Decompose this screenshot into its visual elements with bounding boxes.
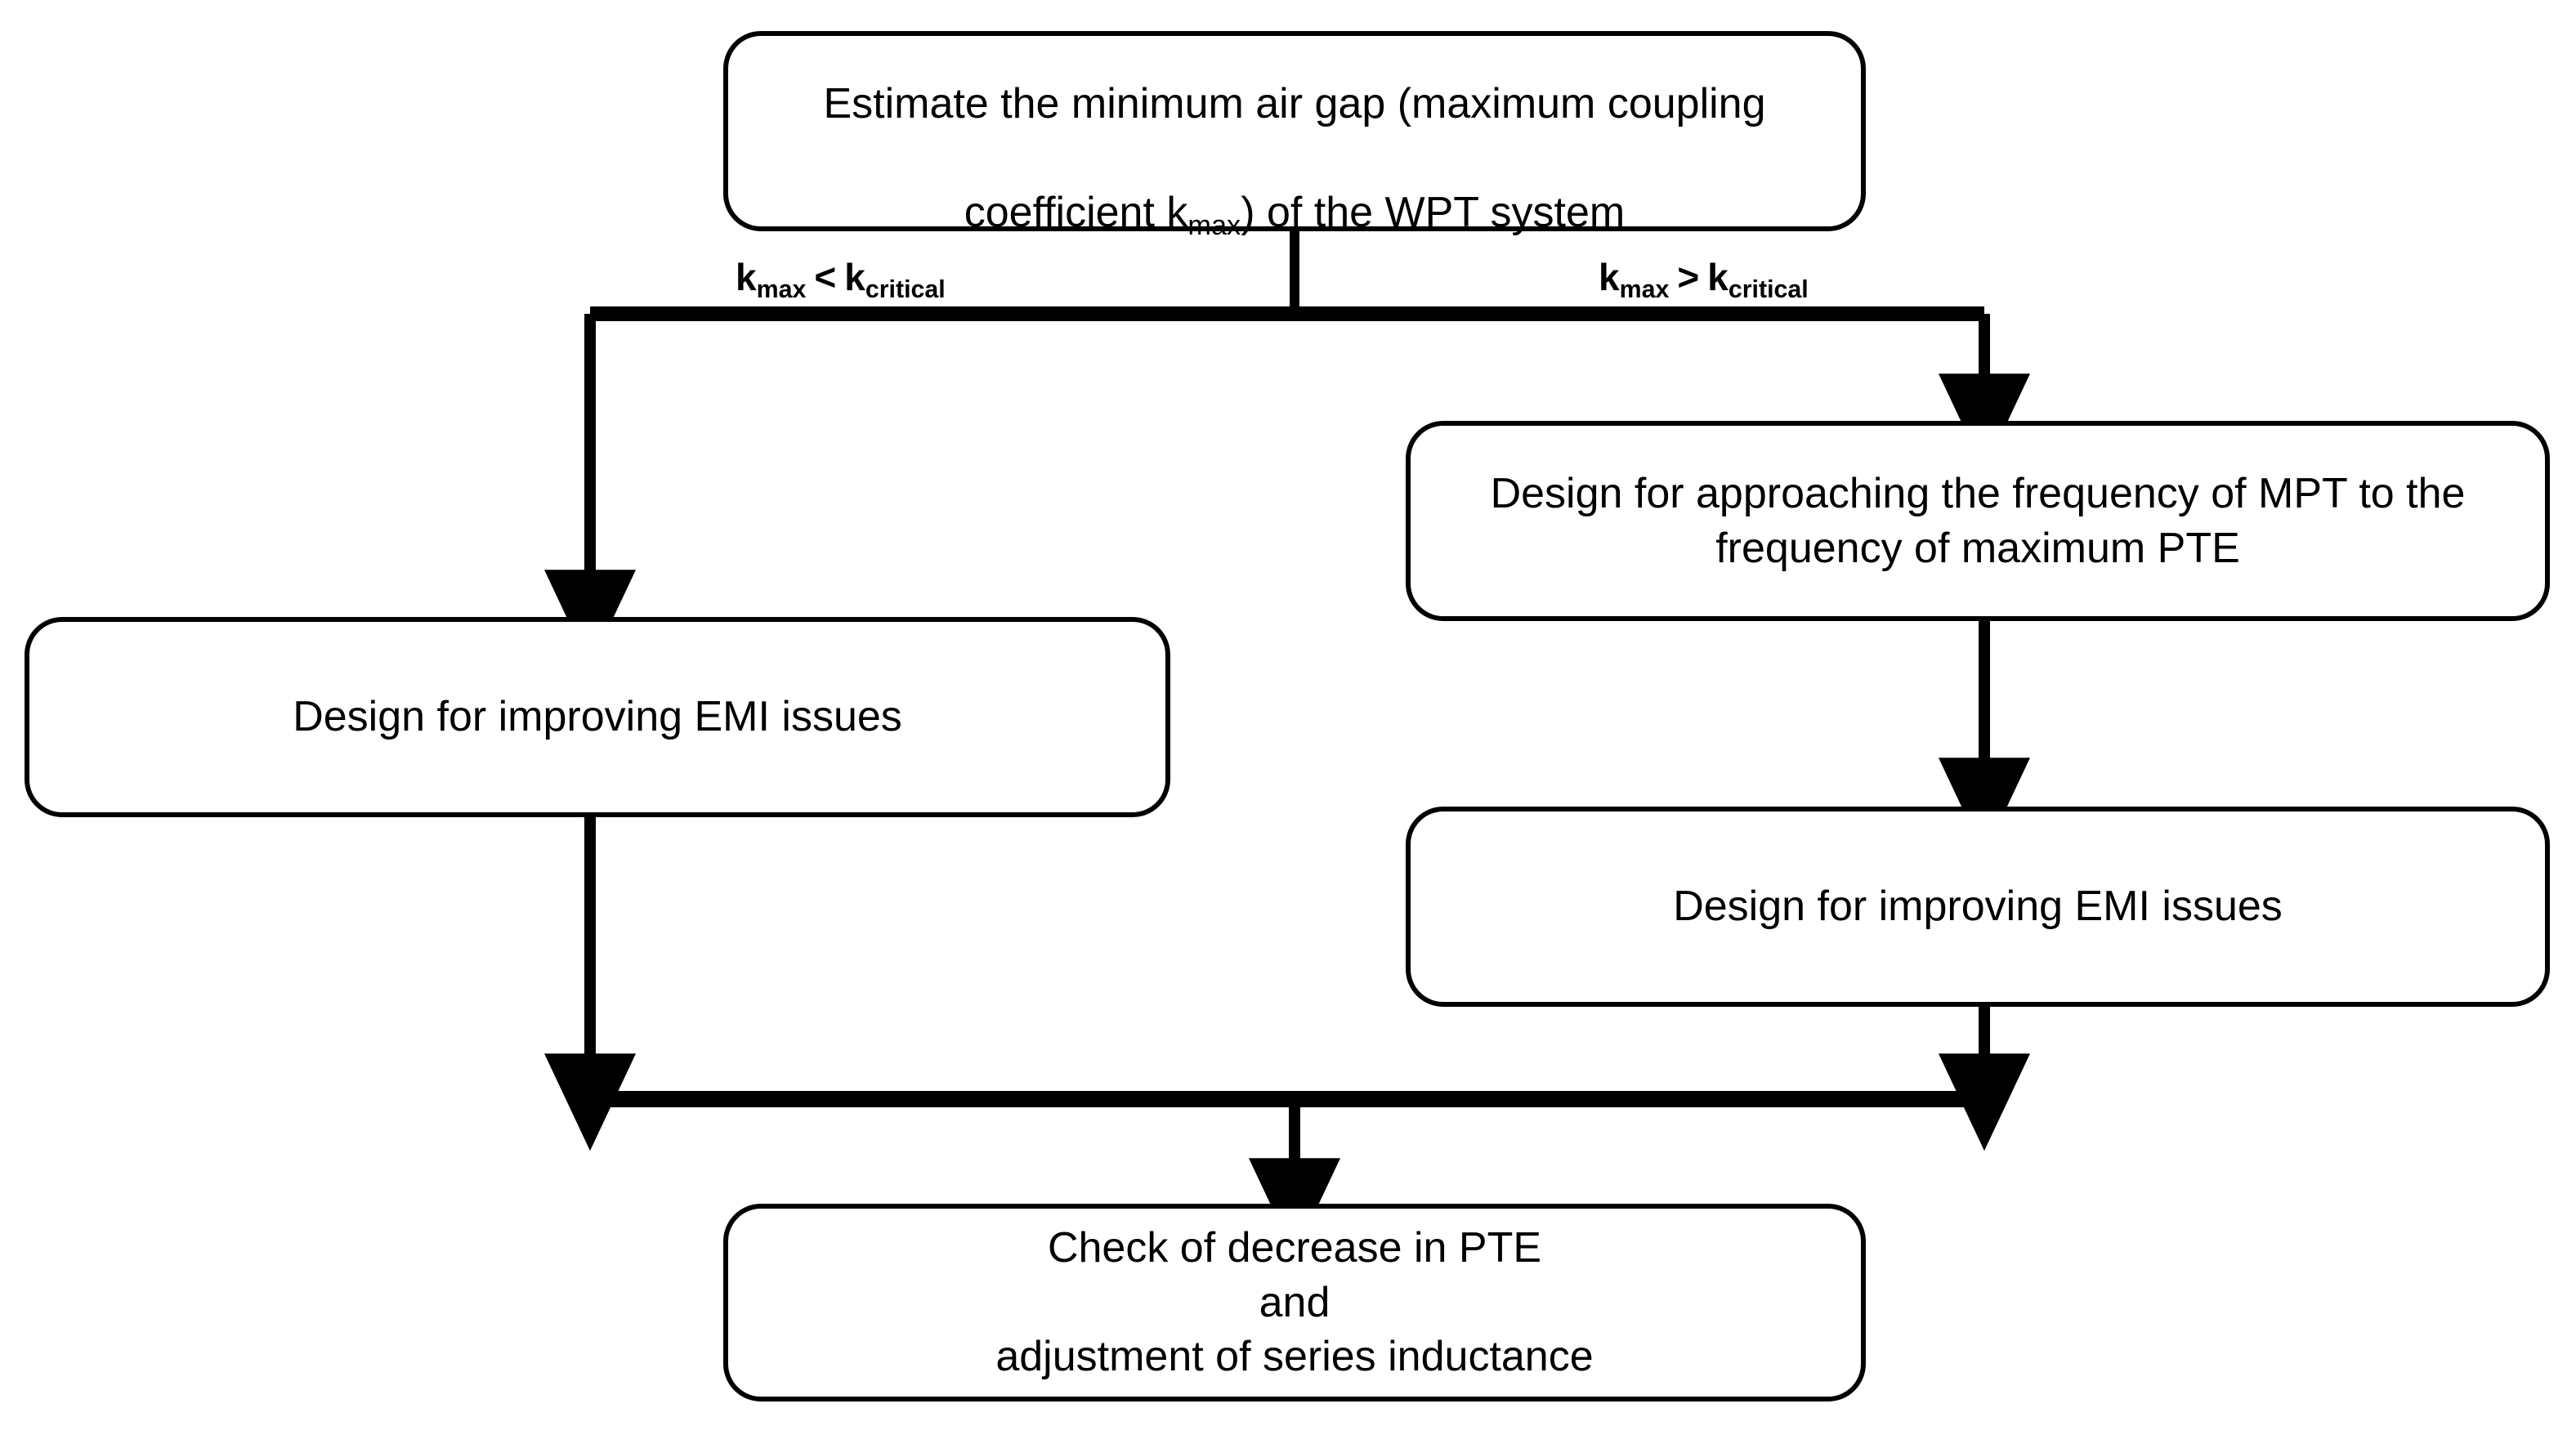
node-approach-mpt[interactable]: Design for approaching the frequency of … [1406,421,2550,621]
node-emi-right-label: Design for improving EMI issues [1673,883,2283,931]
edge-label-right-subscript-1: max [1619,276,1670,304]
estimate-line-1: Estimate the minimum air gap (maximum co… [823,79,1766,127]
node-emi-left[interactable]: Design for improving EMI issues [25,617,1170,817]
edge-label-left-operator: < [814,256,837,298]
node-emi-left-label: Design for improving EMI issues [293,693,902,741]
estimate-line-2-subscript: max [1187,210,1241,242]
node-approach-mpt-label: Design for approaching the frequency of … [1490,469,2466,572]
node-check-pte-label: Check of decrease in PTE and adjustment … [995,1224,1594,1381]
node-estimate-air-gap[interactable]: Estimate the minimum air gap (maximum co… [723,31,1866,241]
edge-label-right-symbol-2: k [1707,256,1729,298]
edge-label-right-operator: > [1677,256,1700,298]
edge-label-left-subscript-1: max [756,276,807,304]
edge-label-right-subscript-2: critical [1728,276,1809,304]
estimate-line-2-pre: coefficient k [964,189,1188,237]
node-emi-right[interactable]: Design for improving EMI issues [1406,807,2550,1007]
estimate-line-2-post: ) of the WPT system [1241,189,1626,237]
edge-label-k-max-less-than-k-critical: kmax<kcritical [736,255,946,303]
edge-label-left-symbol-1: k [736,256,757,298]
edge-label-right-symbol-1: k [1599,256,1620,298]
node-estimate-air-gap-label: Estimate the minimum air gap (maximum co… [795,22,1793,242]
edge-label-left-symbol-2: k [844,256,865,298]
edge-label-left-subscript-2: critical [865,276,946,304]
edge-label-k-max-greater-than-k-critical: kmax>kcritical [1599,255,1809,303]
node-check-pte[interactable]: Check of decrease in PTE and adjustment … [723,1204,1866,1401]
